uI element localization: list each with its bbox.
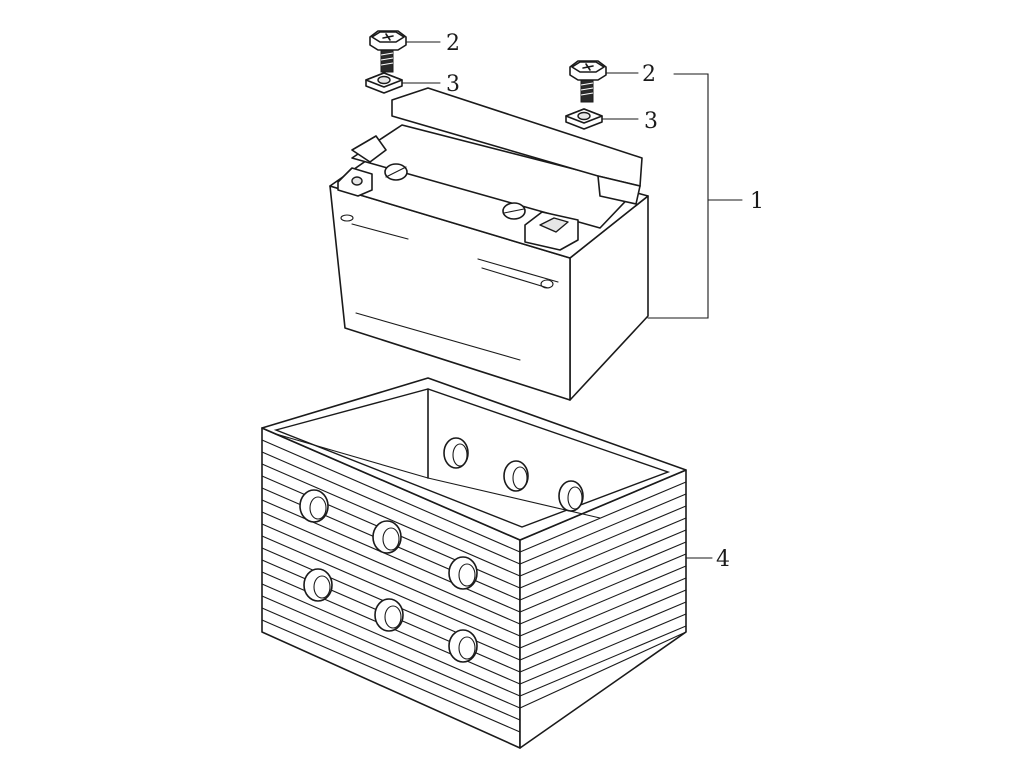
box-ribs-side — [519, 481, 687, 709]
terminal-bolt-right — [569, 60, 607, 103]
callout-nut-left: 3 — [446, 72, 460, 97]
callout-battery-box: 4 — [716, 547, 730, 572]
battery-vent-cap-2 — [502, 202, 526, 220]
box-hole-outer-6 — [448, 629, 478, 663]
square-nut-right — [565, 108, 603, 130]
callout-bolt-left: 2 — [446, 31, 460, 56]
battery-box-icon — [261, 377, 687, 749]
battery-terminal-right — [524, 211, 579, 251]
battery-terminal-left — [337, 135, 387, 197]
callout-bolt-right: 2 — [642, 62, 656, 87]
callout-battery: 1 — [750, 189, 764, 214]
box-hole-outer-5 — [374, 598, 404, 632]
box-hole-outer-4 — [303, 568, 333, 602]
box-hole-outer-1 — [299, 489, 329, 523]
box-hole-inner-1 — [443, 437, 469, 469]
callout-nut-right: 3 — [644, 109, 658, 134]
leader-lines — [401, 41, 743, 559]
box-hole-outer-2 — [372, 520, 402, 554]
battery-icon — [329, 87, 649, 401]
terminal-bolt-left — [369, 30, 407, 73]
box-hole-inner-2 — [503, 460, 529, 492]
box-hole-inner-3 — [558, 480, 584, 512]
square-nut-left — [365, 72, 403, 94]
battery-vent-cap-1 — [384, 163, 408, 181]
box-hole-outer-3 — [448, 556, 478, 590]
